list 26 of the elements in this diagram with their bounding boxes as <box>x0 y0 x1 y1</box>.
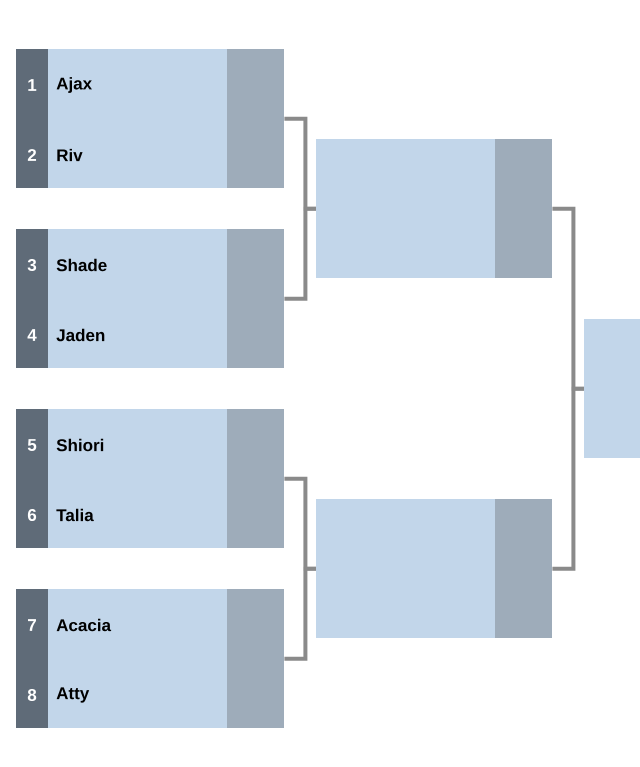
player-name: Shade <box>56 258 107 272</box>
bracket-connector <box>284 566 316 661</box>
player-name: Shiori <box>56 438 104 452</box>
match-box <box>16 409 284 548</box>
match-box <box>16 229 284 368</box>
player-name: Atty <box>56 687 90 703</box>
match-box <box>16 49 284 188</box>
empty-match-box <box>316 499 552 638</box>
seed-number: 1 <box>28 79 36 91</box>
seed-number: 2 <box>28 149 36 161</box>
seed-number: 8 <box>28 688 36 702</box>
player-name: Acacia <box>56 618 112 632</box>
seed-number: 5 <box>28 439 36 451</box>
bracket-connector <box>284 206 316 301</box>
seed-number: 6 <box>28 508 36 522</box>
bracket-connector <box>552 386 584 571</box>
seed-number: 3 <box>28 258 36 272</box>
empty-match-box <box>316 139 552 278</box>
player-name: Riv <box>57 148 83 162</box>
match-box <box>16 589 284 728</box>
player-name: Jaden <box>56 328 104 342</box>
player-name: Ajax <box>56 77 92 93</box>
player-name: Talia <box>56 508 94 522</box>
empty-match-box <box>584 319 640 458</box>
seed-number: 4 <box>28 329 37 341</box>
seed-number: 7 <box>28 619 36 631</box>
